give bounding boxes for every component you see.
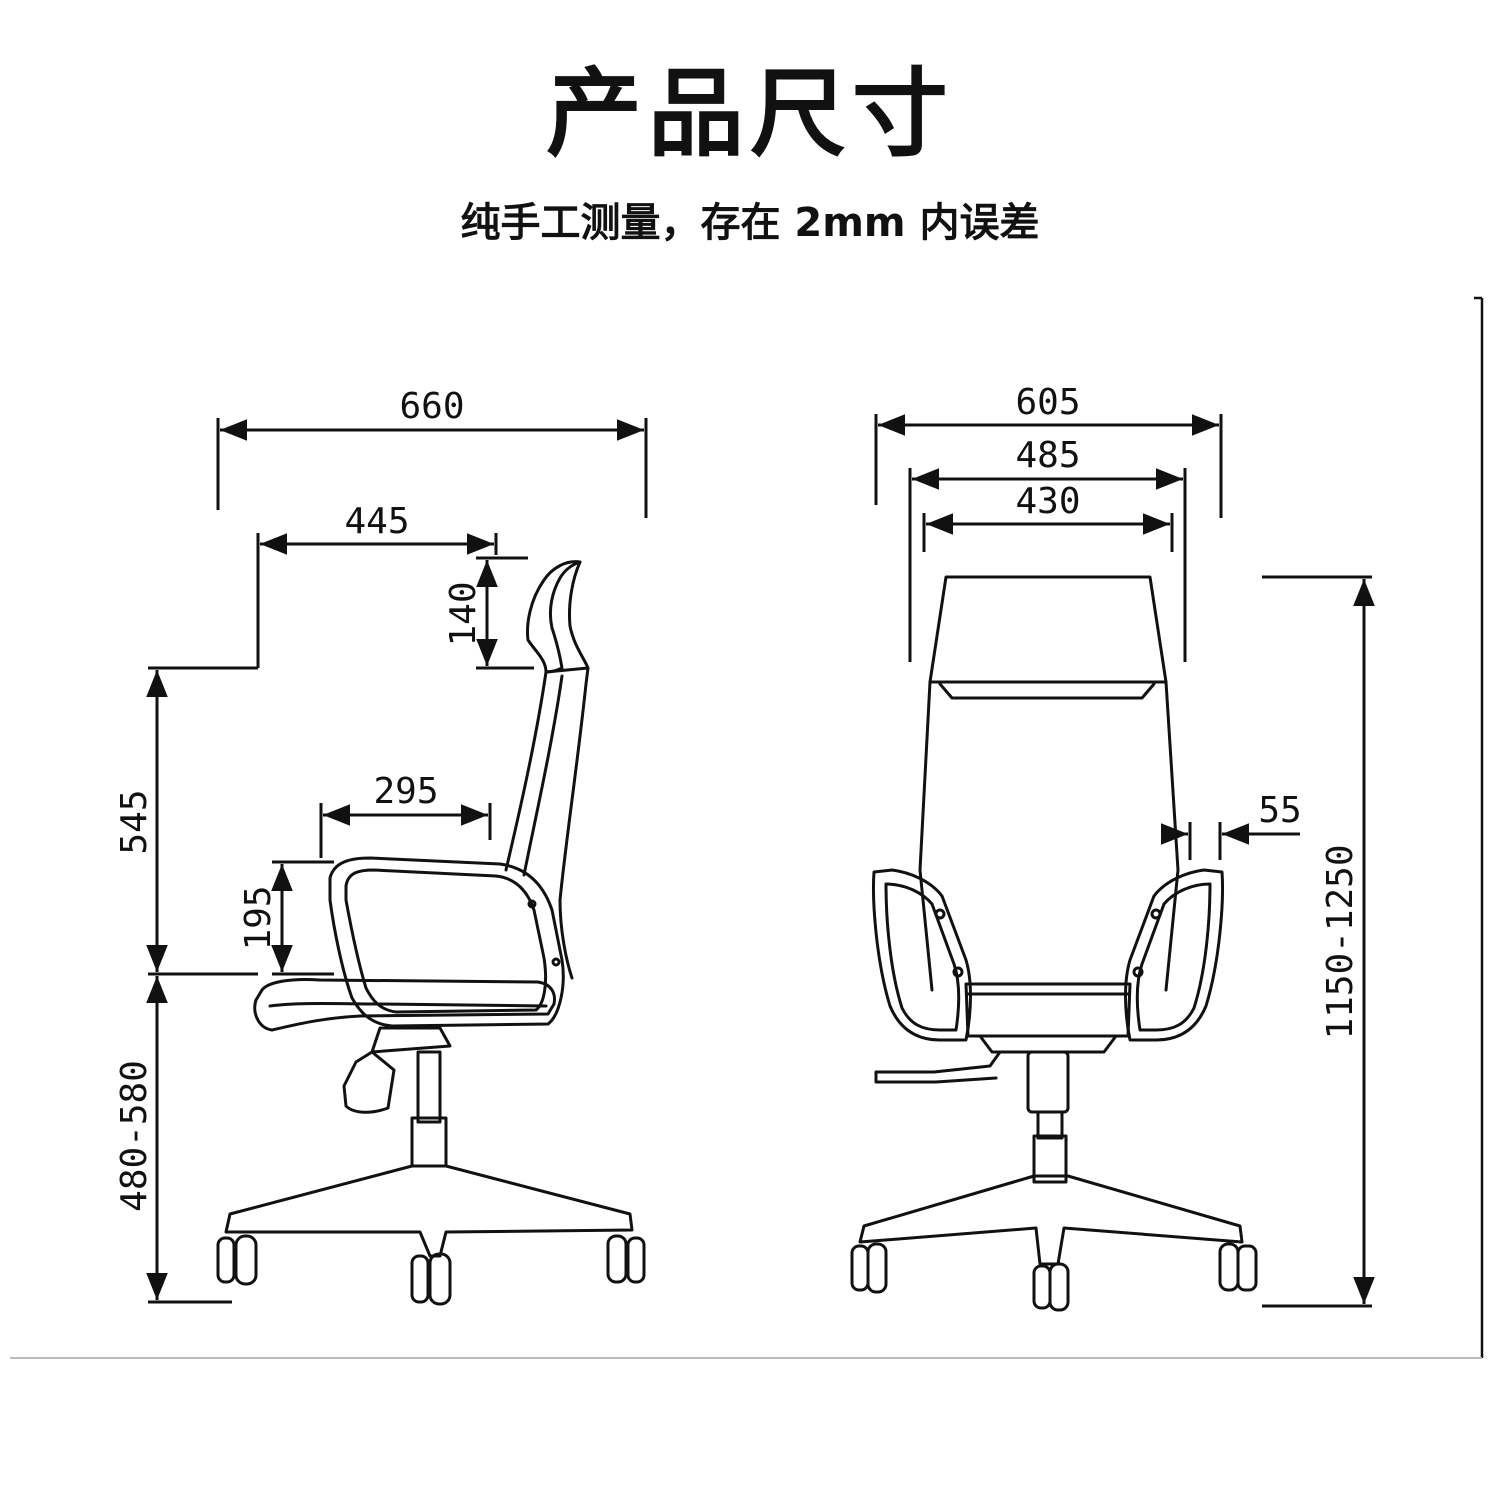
caster [1218,1242,1258,1292]
dim-label-140: 140 [443,581,484,646]
dim-seat-height: 480-580 [114,976,232,1304]
headrest-front [928,575,1168,684]
headrest-bracket [938,682,1156,700]
tilt-knob [342,1050,396,1114]
dim-total-height: 1150-1250 [1262,575,1375,1308]
seat-cushion [253,978,556,1032]
dim-label-480-580: 480-580 [114,1060,155,1212]
caster [1032,1262,1070,1312]
right-armrest-inner [1135,882,1212,1032]
dim-label-295: 295 [373,771,438,812]
headrest-back-edge [568,560,590,670]
tilt-lever [874,1050,1002,1084]
gas-lift-cover [410,1116,448,1168]
armrest-outer [328,856,565,1028]
star-base [224,1164,634,1258]
dim-overall-width: 605 [874,382,1223,518]
dim-label-545: 545 [114,789,155,854]
dim-armrest-outer-width: 485 [908,435,1187,662]
gas-lift [416,1050,442,1124]
dim-label-430: 430 [1015,481,1080,522]
backrest-inner [522,674,564,877]
caster [850,1242,888,1294]
seat-front [964,982,1132,1038]
dim-overall-depth: 660 [216,386,648,518]
dim-label-605: 605 [1015,382,1080,423]
dim-seat-to-headrest-depth: 445 [256,501,498,668]
gas-lift-cover [1032,1134,1068,1184]
tilt-mechanism [370,1026,452,1054]
left-armrest-inner [884,882,961,1032]
front-view-dimensions: 605 485 430 55 1150-1250 [874,382,1375,1308]
dim-label-445: 445 [344,501,409,542]
dim-armrest-height: 195 [238,860,334,976]
headrest-outline [526,560,582,674]
armrest-bolt [527,899,537,909]
dim-armrest-width: 55 [1161,790,1302,860]
dim-armrest-depth: 295 [319,771,492,858]
caster [606,1234,646,1284]
backrest-left-edge [918,680,934,992]
side-view-chair [216,560,646,1306]
armrest-bolt [1150,908,1162,920]
gas-lift [1036,1110,1064,1140]
dim-label-195: 195 [238,885,279,950]
front-view-chair [850,575,1258,1312]
left-armrest-outer [872,868,972,1042]
caster [216,1234,258,1286]
backrest-right-edge [1164,680,1180,992]
backrest-rear [558,682,588,980]
gas-lift-housing [1026,1050,1070,1114]
star-base [858,1174,1244,1266]
dim-label-485: 485 [1015,435,1080,476]
backrest-front [504,670,548,872]
side-view-dimensions: 660 445 140 545 295 [114,386,648,1304]
dim-label-55: 55 [1258,790,1301,831]
tilt-mechanism [978,1034,1118,1054]
armrest-bolt [934,908,946,920]
armrest-inner [344,868,548,1014]
dim-headrest-height: 140 [443,556,534,670]
caster [410,1252,452,1306]
armrest-bolt [952,966,964,978]
measurement-note: 纯手工测量，存在 2mm 内误差 [460,200,1040,246]
right-armrest-outer [1124,868,1224,1042]
page-title: 产品尺寸 [546,58,954,170]
dim-seat-width: 430 [922,481,1174,552]
armrest-bolt [551,957,561,967]
dim-back-height: 545 [114,666,258,976]
dim-label-660: 660 [399,386,464,427]
seat-seam [268,1002,548,1008]
headrest-base [544,666,590,686]
dim-label-1150-1250: 1150-1250 [1320,844,1361,1039]
armrest-bolt [1132,966,1144,978]
